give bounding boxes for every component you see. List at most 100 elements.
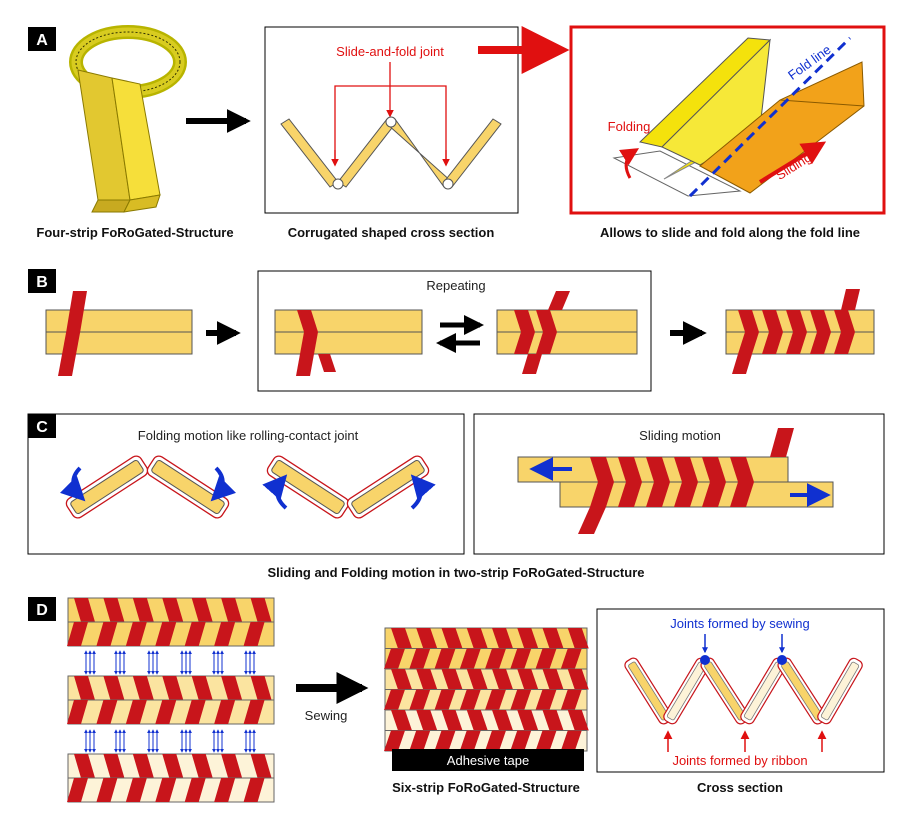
ribbon-segment [510,730,532,751]
ribbon-segment [466,710,488,731]
ribbon-segment [125,622,147,646]
ribbon-segment [221,754,243,778]
ribbon-segment [250,676,272,700]
ribbon-segment [221,598,243,622]
sliding-motion-illustration [517,428,834,534]
ribbon-segment [567,710,589,731]
ribbon-segment [67,778,88,802]
ribbon-segment [409,689,431,710]
adhesive-tape-label: Adhesive tape [447,753,529,768]
caption-cross-section-d: Cross section [697,780,783,795]
ribbon-segment [535,730,557,751]
fold-detail-box [569,25,886,215]
panel-letter-box [28,27,56,51]
ribbon-segment [250,754,272,778]
ribbon-segment [221,676,243,700]
ribbon-segment [155,700,177,724]
ribbon-segment [560,730,582,751]
folding-motion-box [27,413,465,555]
ribbon-segment [250,598,272,622]
ribbon-segment [434,730,456,751]
corrugated-profile [280,116,502,190]
cross-section-box [264,26,519,214]
ribbon-segment [155,622,177,646]
ribbon-segment [103,676,125,700]
ribbon-segment [243,778,265,802]
ribbon-segment [66,291,87,333]
sewing-joints-label: Joints formed by sewing [670,616,809,631]
ribbon-segment [441,628,463,649]
sewing-label: Sewing [305,708,348,723]
ribbon-segment [434,648,456,669]
ribbon-segment [74,598,95,622]
ribbon-segment [466,669,488,690]
caption-six-strip: Six-strip FoRoGated-Structure [392,780,580,795]
ribbon-segment [560,689,582,710]
ribbon-segment [191,676,213,700]
six-strip-cross-section [624,634,863,752]
ribbon-segment [391,628,412,649]
ribbon-segment [132,676,154,700]
ribbon-segment [125,778,147,802]
ribbon-segment [560,648,582,669]
ribbon-segment [214,778,236,802]
panel-letter: C [36,419,48,436]
sliding-motion-box [473,413,885,555]
ribbon-segment [459,648,481,669]
panel-letter: A [36,32,48,49]
ribbon-joints-label: Joints formed by ribbon [672,753,807,768]
ribbon-segment [103,754,125,778]
ribbon-segment [96,778,118,802]
ribbon-segment [184,778,206,802]
strip-stack-step-1 [45,291,193,376]
ribbon-segment [191,754,213,778]
panel-c: C Folding motion like rolling-contact jo… [27,413,885,580]
ribbon-segment [510,689,532,710]
ribbon-segment [67,622,88,646]
caption-fold-line: Allows to slide and fold along the fold … [600,225,860,240]
ribbon-segment [485,648,506,669]
ribbon-segment [243,622,265,646]
ribbon-segment [67,700,88,724]
ribbon-segment [132,598,154,622]
ribbon-segment [416,710,438,731]
ribbon-segment [391,710,412,731]
ribbon-segment [517,628,539,649]
ribbon-segment [535,689,557,710]
caption-sliding-folding: Sliding and Folding motion in two-strip … [268,565,645,580]
ribbon-segment [542,669,564,690]
ribbon-segment [74,676,95,700]
ribbon-segment [74,754,95,778]
strip-stack-step-3 [496,291,638,374]
ribbon-segment [184,700,206,724]
ribbon-segment [416,669,438,690]
sliding-motion-title: Sliding motion [639,428,721,443]
caption-cross-section: Corrugated shaped cross section [288,225,495,240]
panel-letter: B [36,274,48,291]
ribbon-segment [492,669,513,690]
sewing-stitch-arrows [84,650,256,753]
ribbon-segment [492,710,513,731]
ribbon-segment [542,628,564,649]
ribbon-segment [162,754,184,778]
swap-arrows [436,315,484,353]
rolling-contact-illustration [59,455,436,519]
ribbon-segment [466,628,488,649]
panel-a: A Four-strip FoRoGated-Structure Slide-a… [28,25,886,240]
ribbon-segment [542,710,564,731]
fold-illustration [612,36,865,198]
coiled-structure-illustration [69,25,187,213]
ribbon-segment [155,778,177,802]
ribbon-segment [214,700,236,724]
ribbon-segment [384,648,405,669]
assembled-six-strip [384,627,589,752]
ribbon-segment [434,689,456,710]
six-strip-layers [67,597,275,803]
panel-d: D Sewing Adhesive tape Six-strip FoRoGat… [28,597,885,803]
ribbon-segment [567,628,589,649]
panel-letter-box [28,269,56,293]
repeating-label: Repeating [426,278,485,293]
ribbon-segment [492,628,513,649]
ribbon-segment [191,598,213,622]
